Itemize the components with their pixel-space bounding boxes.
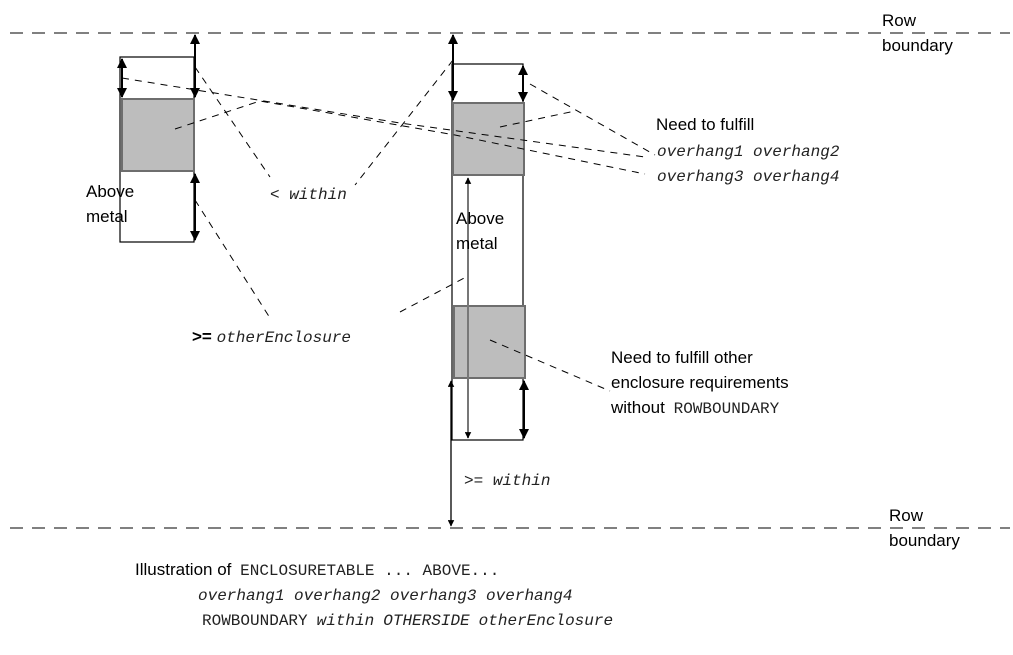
fulfill-overhang-line2: overhang1 overhang2 xyxy=(657,143,840,161)
bottom-row-label-line2: boundary xyxy=(889,531,960,550)
leader-overhang-b xyxy=(174,100,646,175)
left-metal-label-line1: Above xyxy=(86,182,134,201)
leader-other-enclosure-left xyxy=(194,199,271,319)
left-via xyxy=(121,98,195,172)
fulfill-other-line1: Need to fulfill other xyxy=(611,348,753,367)
within-less-label: < within xyxy=(270,186,347,204)
caption-line1: Illustration of ENCLOSURETABLE ... ABOVE… xyxy=(135,560,499,580)
bottom-row-label-line1: Row xyxy=(889,506,924,525)
top-row-label-line2: boundary xyxy=(882,36,953,55)
leader-overhang-a xyxy=(121,77,646,158)
leader-within-middle xyxy=(354,59,454,186)
fulfill-other-line3: without ROWBOUNDARY xyxy=(610,398,780,418)
middle-metal-label-line2: metal xyxy=(456,234,498,253)
fulfill-other-line2: enclosure requirements xyxy=(611,373,789,392)
other-enclosure-label: >= otherEnclosure xyxy=(192,327,351,347)
leader-within-left xyxy=(194,66,271,178)
top-row-label-line1: Row xyxy=(882,11,917,30)
fulfill-overhang-line3: overhang3 overhang4 xyxy=(657,168,839,186)
left-metal-label-line2: metal xyxy=(86,207,128,226)
leader-overhang-d xyxy=(529,83,656,156)
leader-fulfill-other xyxy=(489,339,611,392)
within-geq-label: >= within xyxy=(464,472,550,490)
middle-metal-outline xyxy=(451,63,524,441)
middle-metal-label-line1: Above xyxy=(456,209,504,228)
middle-bottom-via xyxy=(453,305,526,379)
caption-line2: overhang1 overhang2 overhang3 overhang4 xyxy=(198,587,572,605)
fulfill-overhang-line1: Need to fulfill xyxy=(656,115,754,134)
